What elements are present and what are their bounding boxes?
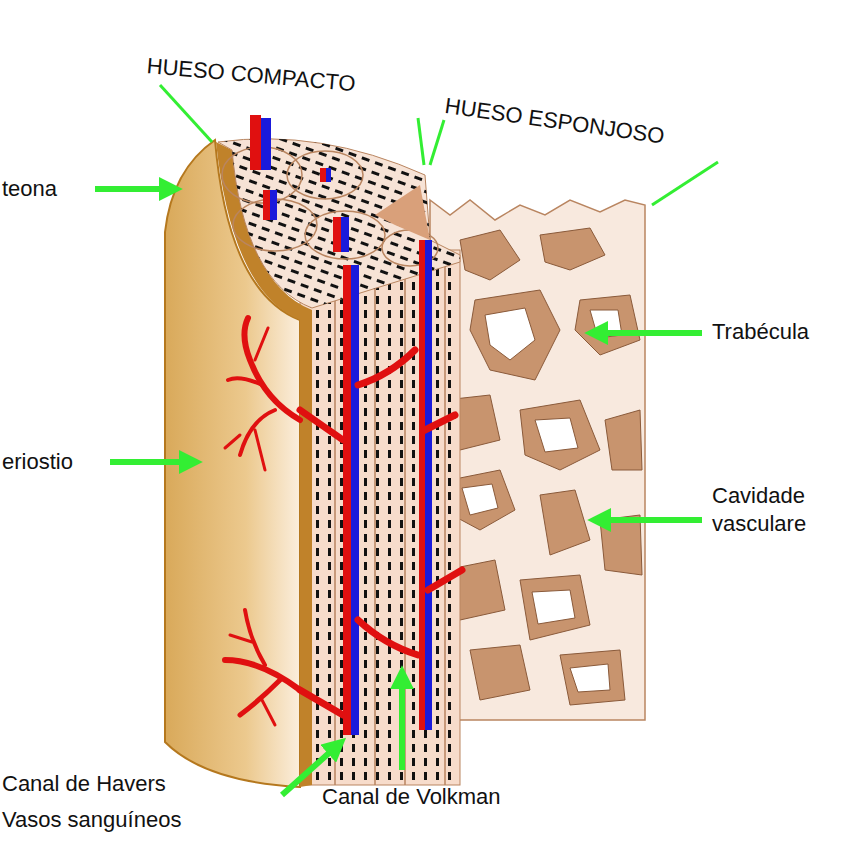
- part-label: Trabécula: [712, 318, 809, 346]
- region-label: HUESO ESPONJOSO: [443, 92, 666, 150]
- part-label: teona: [2, 175, 57, 203]
- part-label: Canal de Havers: [2, 770, 166, 798]
- part-label: Canal de Volkman: [322, 783, 501, 811]
- part-label: Cavidade vasculare: [712, 482, 837, 537]
- part-label: Vasos sanguíneos: [2, 806, 181, 834]
- region-label: HUESO COMPACTO: [146, 52, 357, 98]
- part-label: eriostio: [2, 448, 73, 476]
